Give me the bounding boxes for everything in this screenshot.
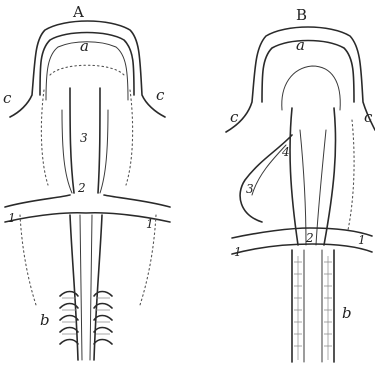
- figure-b-cross-band-top: [232, 228, 372, 238]
- figure-b-tube-right: [324, 108, 336, 245]
- figure-a-cross-band-top: [5, 195, 170, 207]
- figure-b-title: B: [296, 6, 307, 24]
- figure-b-label-1-left: 1: [234, 245, 242, 259]
- figure-a-label-3: 3: [80, 131, 88, 145]
- figure-b-cavity: [282, 66, 340, 110]
- figure-a-label-c-left: c: [3, 89, 12, 107]
- figure-b-label-4: 4: [281, 145, 290, 159]
- figure-a-stalk: [70, 215, 102, 360]
- figure-a-tube-right: [98, 88, 100, 193]
- figure-a-label-b: b: [40, 311, 50, 329]
- figure-b-cross-band-bottom: [232, 244, 372, 254]
- figure-b-inner-bulb: [262, 41, 354, 103]
- figure-a-coils: [60, 292, 112, 345]
- figure-b-stalk-hatch: [294, 256, 332, 360]
- figure-b-label-a: a: [296, 36, 305, 54]
- figure-b-label-3: 3: [246, 182, 254, 196]
- figure-a-label-a: a: [80, 37, 89, 55]
- figure-a: A a c c 3 2 1 1 b: [3, 3, 170, 360]
- figure-a-label-1-right: 1: [146, 217, 154, 231]
- figure-b-label-b: b: [342, 304, 352, 322]
- figure-b-label-2: 2: [305, 231, 314, 245]
- figure-b-label-c-left: c: [230, 108, 239, 126]
- figure-b-label-1-right: 1: [358, 233, 366, 247]
- figure-b-label-c-right: c: [364, 108, 373, 126]
- figure-b: B a c c 4 3 2 1 1 b: [226, 6, 375, 362]
- figure-a-stalk-inner: [80, 215, 92, 360]
- figure-a-tube-left: [70, 88, 74, 193]
- figure-a-outer-bulb: [10, 21, 165, 117]
- figure-a-side-dots: [20, 215, 156, 305]
- figure-b-tube-left: [290, 108, 298, 245]
- figure-b-stalk-inner: [304, 250, 322, 362]
- figure-a-label-c-right: c: [156, 86, 165, 104]
- figure-a-label-2: 2: [77, 181, 86, 195]
- figure-a-title: A: [72, 3, 84, 21]
- figure-b-dotted-side: [348, 120, 354, 230]
- figure-b-branch-inner: [252, 145, 286, 195]
- figure-a-label-1-left: 1: [8, 211, 16, 225]
- figure-a-dotted-outline: [41, 65, 132, 185]
